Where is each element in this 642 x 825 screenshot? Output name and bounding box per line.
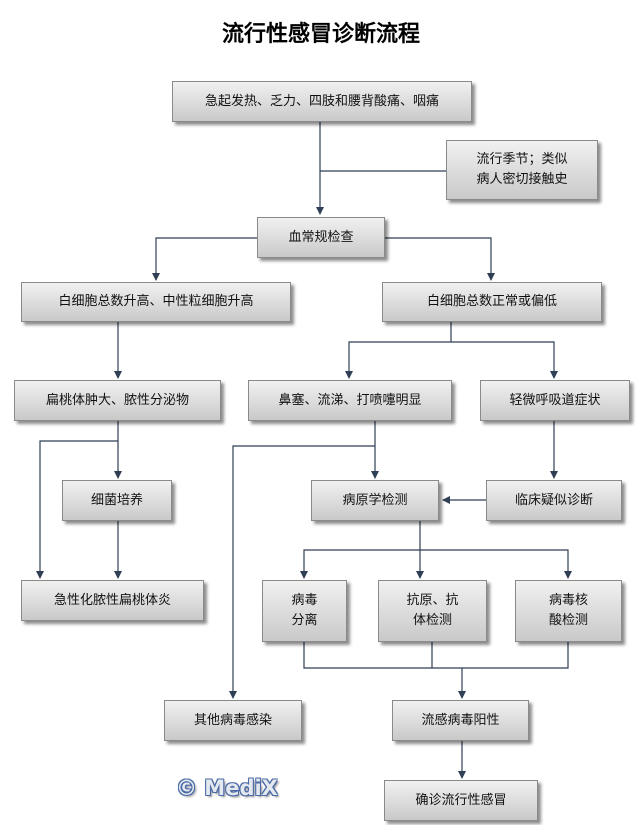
node-other-virus: 其他病毒感染 (164, 700, 302, 741)
edge-wbc-normal-mild (451, 341, 558, 379)
node-wbc-normal: 白细胞总数正常或偏低 (382, 282, 602, 322)
edge-pathogen-tests (300, 521, 421, 579)
edge-pathogen-nucleic (420, 549, 572, 579)
edge-blood-wbc-normal (385, 237, 495, 281)
node-nasal-symptoms: 鼻塞、流涕、打喷嚏明显 (248, 380, 452, 421)
edge-blood-wbc-high (152, 237, 257, 281)
node-blood-test: 血常规检查 (257, 217, 385, 258)
node-virus-isolation: 病毒 分离 (262, 580, 347, 642)
diagram-title: 流行性感冒诊断流程 (221, 21, 420, 47)
node-tonsil-swelling: 扁桃体肿大、脓性分泌物 (14, 380, 221, 421)
node-flu-positive: 流感病毒阳性 (392, 700, 529, 741)
node-epidemiology: 流行季节；类似 病人密切接触史 (446, 140, 598, 200)
node-pathogen-test: 病原学检测 (311, 480, 439, 521)
edge-tests-merge (303, 642, 569, 669)
node-mild-respiratory: 轻微呼吸道症状 (480, 380, 630, 421)
node-symptoms: 急起发热、乏力、四肢和腰背酸痛、咽痛 (172, 81, 472, 122)
node-confirmed: 确诊流行性感冒 (384, 780, 538, 821)
node-wbc-high: 白细胞总数升高、中性粒细胞升高 (21, 282, 291, 322)
node-tonsillitis: 急性化脓性扁桃体炎 (21, 580, 204, 621)
node-nucleic-acid: 病毒核 酸检测 (515, 580, 622, 642)
medix-watermark: © MediX (176, 776, 278, 800)
edge-nasal-other (229, 445, 375, 699)
node-bacterial-culture: 细菌培养 (62, 480, 172, 521)
edge-tonsil-tonsillitis (36, 440, 118, 579)
edge-wbc-normal-split (345, 322, 452, 379)
node-antigen-antibody: 抗原、抗 体检测 (378, 580, 487, 642)
node-clinical-suspect: 临床疑似诊断 (486, 480, 622, 521)
